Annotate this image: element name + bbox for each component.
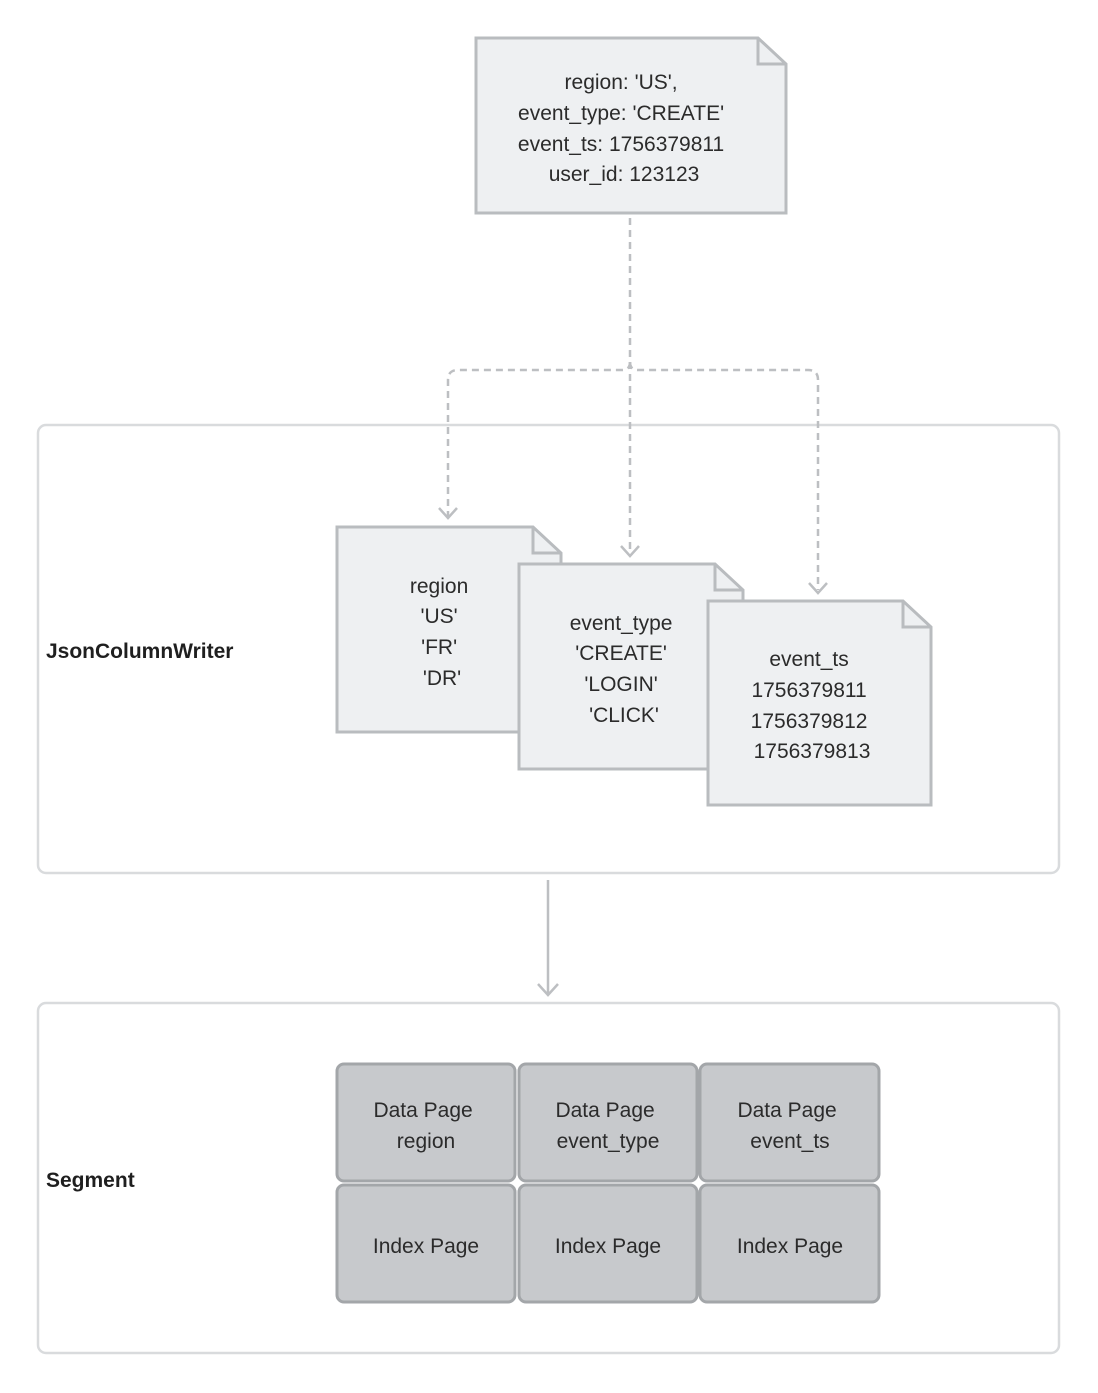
- json-column-writer-label: JsonColumnWriter: [46, 640, 233, 663]
- arrowhead-icon: [438, 507, 458, 520]
- column-line: 1756379812: [751, 710, 868, 733]
- arrowhead-icon: [537, 983, 559, 997]
- data-page-line: Data Page: [555, 1099, 654, 1122]
- data-page-event-type: Data Page event_type: [517, 1062, 699, 1183]
- column-line: 'DR': [423, 667, 461, 690]
- column-line: 1756379813: [754, 740, 871, 763]
- writer-to-segment-arrow: [537, 880, 559, 997]
- fan-out-arrows: [446, 218, 820, 590]
- column-line: 'FR': [421, 636, 457, 659]
- record-line: user_id: 123123: [549, 163, 700, 186]
- svg-text:region: 'US', event_type: region: 'US', event_type: 'CREATE' event…: [518, 71, 730, 186]
- data-page-line: Data Page: [737, 1099, 836, 1122]
- index-page-event-ts: Index Page: [698, 1183, 881, 1304]
- index-page-region: Index Page: [335, 1183, 517, 1304]
- data-page-line: event_ts: [750, 1130, 829, 1153]
- fan-out-arrowheads: [438, 507, 828, 595]
- arrow-to-event-ts-doc: [628, 361, 820, 590]
- column-line: region: [410, 575, 468, 598]
- segment-label: Segment: [46, 1169, 135, 1192]
- column-document-event-ts: event_ts 1756379811 1756379812 175637981…: [706, 599, 933, 807]
- record-line: event_type: 'CREATE': [518, 102, 724, 125]
- index-page-label: Index Page: [555, 1235, 661, 1258]
- arrowhead-icon: [808, 582, 828, 595]
- svg-text:Data Page region: Data Page region: [373, 1099, 478, 1153]
- column-document-event-type: event_type 'CREATE' 'LOGIN' 'CLICK': [517, 562, 745, 771]
- svg-text:Data Page event_ts: Data Page event_ts: [737, 1099, 842, 1153]
- column-line: 'US': [420, 605, 457, 628]
- svg-text:event_type 'CREATE': event_type 'CREATE' 'LOGIN' 'CLICK': [570, 612, 679, 727]
- data-page-line: region: [397, 1130, 455, 1153]
- svg-text:Data Page event_type: Data Page event_type: [555, 1099, 660, 1153]
- column-line: event_type: [570, 612, 673, 635]
- index-page-label: Index Page: [373, 1235, 479, 1258]
- source-record-document: region: 'US', event_type: 'CREATE' event…: [474, 36, 788, 215]
- column-document-region: region 'US' 'FR' 'DR': [335, 525, 563, 734]
- index-page-label: Index Page: [737, 1235, 843, 1258]
- column-line: 'CREATE': [575, 642, 667, 665]
- column-line: 'LOGIN': [584, 673, 657, 696]
- column-line: 'CLICK': [589, 704, 659, 727]
- svg-text:region 'US' 'FR': region 'US' 'FR' 'DR': [410, 575, 474, 690]
- data-page-line: Data Page: [373, 1099, 472, 1122]
- record-line: event_ts: 1756379811: [518, 133, 724, 156]
- data-page-line: event_type: [557, 1130, 660, 1153]
- column-line: 1756379811: [751, 679, 866, 702]
- data-page-region: Data Page region: [335, 1062, 517, 1183]
- svg-text:event_ts 1756379811: event_ts 1756379811 1756379812 175637981…: [751, 648, 874, 763]
- column-line: event_ts: [769, 648, 848, 671]
- arrowhead-icon: [620, 545, 640, 558]
- record-line: region: 'US',: [565, 71, 678, 94]
- data-page-event-ts: Data Page event_ts: [698, 1062, 881, 1183]
- index-page-event-type: Index Page: [517, 1183, 699, 1304]
